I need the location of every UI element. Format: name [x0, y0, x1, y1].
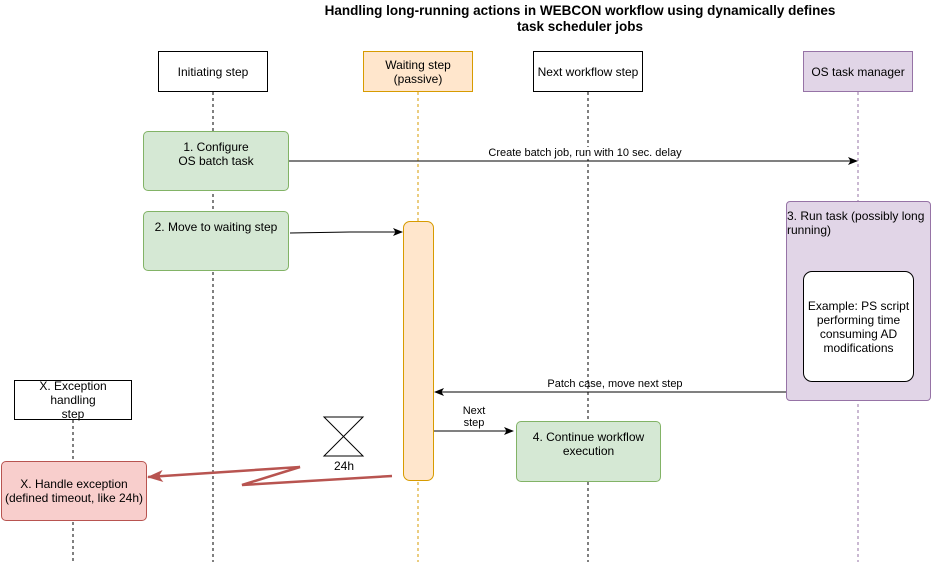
next-step-line2: step [463, 417, 485, 429]
activity-move-waiting: 2. Move to waiting step [143, 211, 289, 271]
handle-exc-line2: (defined timeout, like 24h) [4, 491, 144, 505]
label-create-batch: Create batch job, run with 10 sec. delay [470, 147, 700, 159]
example-line3: consuming AD [819, 326, 898, 341]
next-step-line1: Next [462, 405, 486, 417]
lifeline-header-next: Next workflow step [533, 51, 643, 92]
initiating-label: Initiating step [177, 64, 249, 79]
title-line-1: Handling long-running actions in WEBCON … [324, 3, 836, 18]
os-label: OS task manager [811, 64, 905, 79]
waiting-label-line2: (passive) [393, 71, 443, 86]
timer-label: 24h [333, 459, 355, 473]
label-patch-case: Patch case, move next step [547, 378, 683, 390]
lifeline-header-initiating: Initiating step [158, 51, 268, 92]
activity-continue-workflow: 4. Continue workflow execution [516, 421, 661, 482]
configure-line2: OS batch task [178, 154, 254, 168]
continue-line1: 4. Continue workflow [532, 430, 645, 444]
example-line2: performing time [816, 312, 901, 327]
diagram-title: Handling long-running actions in WEBCON … [290, 3, 870, 35]
exception-label-line1: X. Exception handling [39, 379, 107, 407]
lifeline-header-waiting: Waiting step (passive) [363, 51, 473, 92]
handle-exc-line1: X. Handle exception [20, 477, 128, 491]
example-line4: modifications [823, 340, 894, 355]
label-next-step: Next step [455, 405, 493, 429]
arrow-timeout-exception [147, 465, 393, 487]
next-label: Next workflow step [537, 64, 639, 79]
configure-line1: 1. Configure [183, 140, 249, 154]
run-task-line2: running) [787, 223, 832, 237]
activity-configure-batch: 1. Configure OS batch task [143, 131, 289, 191]
title-line-2: task scheduler jobs [516, 19, 644, 34]
run-task-line1: 3. Run task (possibly long [787, 209, 925, 223]
example-note: Example: PS script performing time consu… [803, 271, 914, 382]
activity-handle-exception: X. Handle exception (defined timeout, li… [1, 461, 147, 521]
hourglass-icon [322, 416, 365, 457]
waiting-label-line1: Waiting step [385, 57, 451, 72]
lifeline-header-exception: X. Exception handling step [14, 379, 132, 421]
lifeline-header-os: OS task manager [803, 51, 913, 92]
arrow-move-waiting [289, 228, 403, 236]
move-waiting-label: 2. Move to waiting step [154, 220, 278, 234]
continue-line2: execution [562, 444, 615, 458]
waiting-activation-bar [403, 221, 434, 481]
exception-label-line2: step [61, 407, 85, 421]
example-line1: Example: PS script [807, 298, 910, 313]
